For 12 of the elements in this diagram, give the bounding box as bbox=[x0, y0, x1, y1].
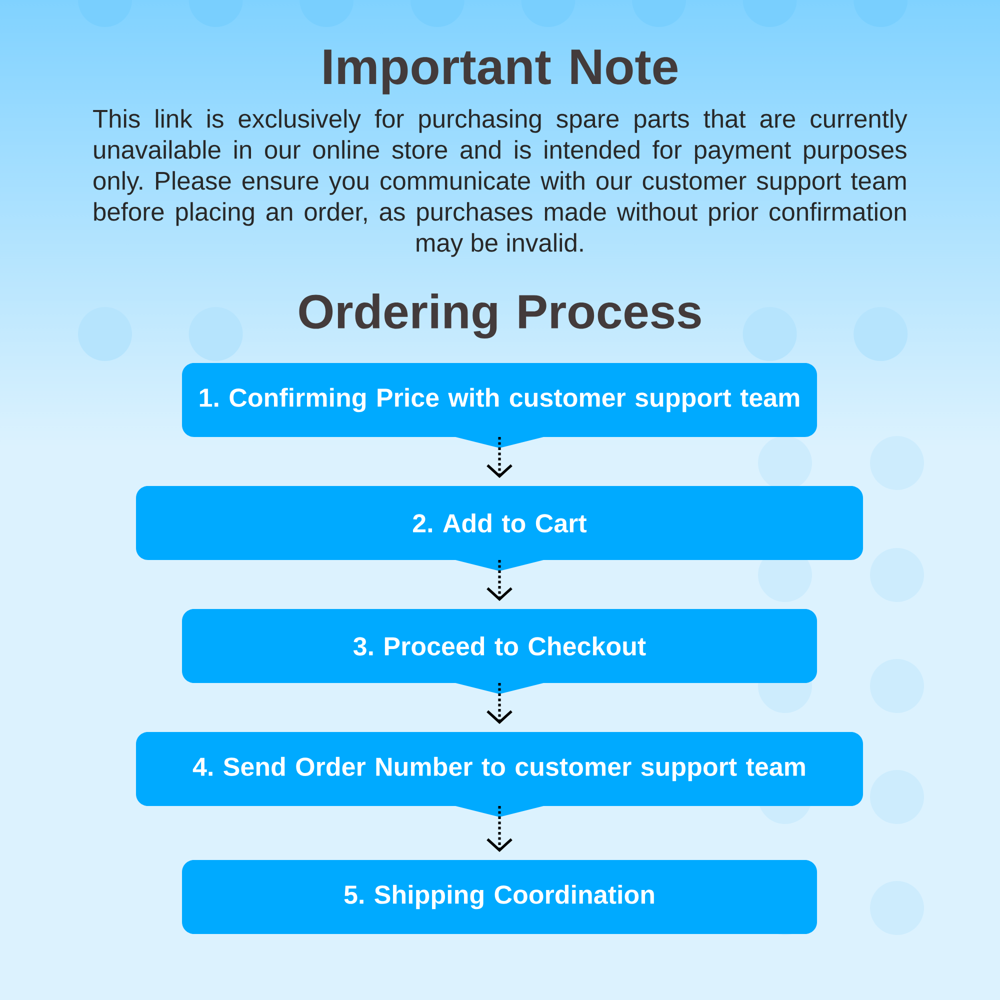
arrow bbox=[486, 683, 512, 724]
step-box: 1. Confirming Price with customer support team bbox=[182, 363, 818, 448]
step-box: 4. Send Order Number to customer support team bbox=[136, 732, 864, 817]
step-box: 3. Proceed to Checkout bbox=[182, 609, 818, 694]
section-heading: Ordering Process bbox=[299, 294, 701, 338]
step-box: 5. Shipping Coordination bbox=[182, 860, 818, 934]
note-text: This link is exclusively for purchasing spare parts that are currently unavailable in our online store and is intended for payment purposes only. Please ensure you communicate with our customer support team before placing an order, as purchases made without prior confirmation may be invalid. bbox=[93, 109, 908, 257]
arrow bbox=[486, 806, 512, 852]
arrow bbox=[486, 560, 512, 601]
step-box: 2. Add to Cart bbox=[136, 486, 864, 571]
heading: Important Note bbox=[324, 50, 678, 94]
arrow bbox=[486, 437, 512, 478]
